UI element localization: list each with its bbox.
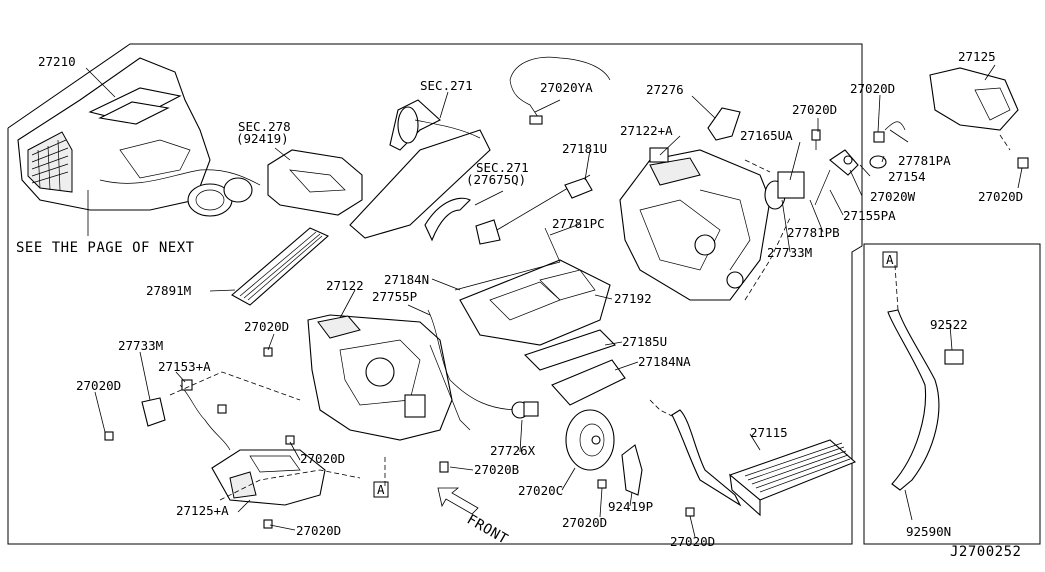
label-27210: 27210 [38,54,76,69]
label-27755p: 27755P [372,289,417,304]
label-27181u: 27181U [562,141,607,156]
label-92590n: 92590N [906,524,951,539]
ref-a-box-2 [882,251,898,268]
link-27154 [814,121,906,206]
seal-27675q [424,197,471,242]
label-27020c: 27020C [518,483,563,498]
filter-27891m [231,227,330,306]
label-27020ya: 27020YA [540,80,593,95]
label-27020d-4: 27020D [244,319,289,334]
label-27020d-9: 27020D [670,534,715,549]
label-92522: 92522 [930,317,968,332]
label-27184n: 27184N [384,272,429,287]
leader-lines [85,64,1023,538]
front-label: FRONT [464,512,511,548]
label-27115: 27115 [750,425,788,440]
label-27153a: 27153+A [158,359,211,374]
label-sec278b: (92419) [236,131,289,146]
label-27020d-2: 27020D [850,81,895,96]
ref-a-label-2: A [886,252,894,267]
label-27781pb: 27781PB [787,225,840,240]
bolt-27020d-3 [1017,157,1029,169]
label-27733m-1: 27733M [767,245,812,260]
sensor-27726x [511,401,539,419]
front-arrow [437,487,479,515]
label-27192: 27192 [614,291,652,306]
note-see-next-page: SEE THE PAGE OF NEXT [16,240,195,256]
hose-92590n [887,309,964,491]
label-27184na: 27184NA [638,354,691,369]
label-27020d-7: 27020D [562,515,607,530]
label-92419p: 92419P [608,499,653,514]
evaporator-sec271 [349,99,491,239]
label-27122: 27122 [326,278,364,293]
case-27122a [619,147,771,301]
label-27125a: 27125+A [176,503,229,518]
label-27891m: 27891M [146,283,191,298]
ref-a-box-1 [373,481,389,498]
part-27276 [707,107,741,141]
label-27020w: 27020W [870,189,916,204]
label-27165ua: 27165UA [740,128,793,143]
harness-27020ya [509,56,611,121]
label-sec278: SEC.278 [238,119,291,134]
rod-27181u [475,174,593,245]
rod-27781pc [544,227,561,263]
label-27155pa: 27155PA [843,208,896,223]
label-27781pc: 27781PC [552,216,605,231]
label-27020d-8: 27020D [296,523,341,538]
blower-27020c [565,409,615,471]
label-sec271a: SEC.271 [420,78,473,93]
label-27185u: 27185U [622,334,667,349]
label-27020d-6: 27020D [300,451,345,466]
heater-core-27115 [671,409,857,517]
label-27726x: 27726X [490,443,536,458]
rod-27184n [454,261,561,291]
label-27020d-5: 27020D [76,378,121,393]
label-27781pa: 27781PA [898,153,951,168]
label-27020d-1: 27020D [792,102,837,117]
label-27125: 27125 [958,49,996,64]
heater-unit-27210 [17,57,261,217]
label-27733m-2: 27733M [118,338,163,353]
label-27122a: 27122+A [620,123,673,138]
dashed-lines [169,134,1011,501]
actuator-27733m-upper [764,171,805,210]
harness-27755p [427,309,521,411]
duct-27125a [211,449,326,506]
ref-a-label-1: A [377,482,385,497]
damper-27192 [459,259,611,346]
label-sec271b: SEC.271 [476,160,529,175]
damper-27185u [523,329,617,371]
label-27276: 27276 [646,82,684,97]
label-27020b: 27020B [474,462,519,477]
bolt-27020d-2 [873,131,885,143]
duct-27125 [929,67,1019,131]
inset-frame [863,243,1041,545]
part-labels: 27210 SEC.278 (92419) SEC.271 SEC.271 (2… [16,49,1023,560]
label-27020d-3: 27020D [978,189,1023,204]
label-27154: 27154 [888,169,926,184]
main-frame [7,43,863,545]
panel-sec278 [267,149,363,216]
bolt-27020d-1 [811,129,821,150]
case-27122 [307,314,471,441]
bracket-92419p [621,444,643,496]
diagram-code: J2700252 [950,544,1021,560]
damper-27184na [551,359,626,406]
actuator-27733m-lower [141,379,231,451]
label-sec271c: (27675Q) [466,172,526,187]
connector-27020ya [529,115,543,125]
